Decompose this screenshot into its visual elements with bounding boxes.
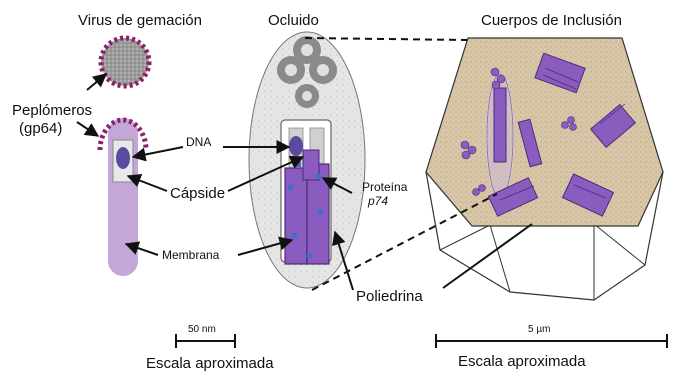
scale-left-value: 50 nm <box>188 325 216 335</box>
zoom-connector-top <box>305 38 467 40</box>
budded-virus-rod <box>100 118 146 276</box>
title-inclusion-bodies: Cuerpos de Inclusión <box>481 13 622 28</box>
occluded-virus <box>249 32 365 288</box>
label-membrane: Membrana <box>162 249 219 261</box>
scale-right-caption: Escala aproximada <box>458 354 586 369</box>
label-capsid: Cápside <box>170 186 225 201</box>
scale-bar-left <box>176 334 235 348</box>
label-gp64: (gp64) <box>19 121 62 136</box>
title-occluded: Ocluido <box>268 13 319 28</box>
label-protein: Proteína <box>362 181 407 193</box>
label-dna: DNA <box>186 136 211 148</box>
title-budded-virus: Virus de gemación <box>78 13 202 28</box>
inclusion-body-polyhedron <box>426 38 663 300</box>
scale-right-value: 5 µm <box>528 325 550 335</box>
scale-bar-right <box>436 334 667 348</box>
scale-left-caption: Escala aproximada <box>146 356 274 371</box>
budded-virus-sphere <box>101 38 149 86</box>
label-p74: p74 <box>368 195 388 207</box>
label-peplomers: Peplómeros <box>12 103 92 118</box>
label-polyhedrin: Poliedrina <box>356 289 423 304</box>
